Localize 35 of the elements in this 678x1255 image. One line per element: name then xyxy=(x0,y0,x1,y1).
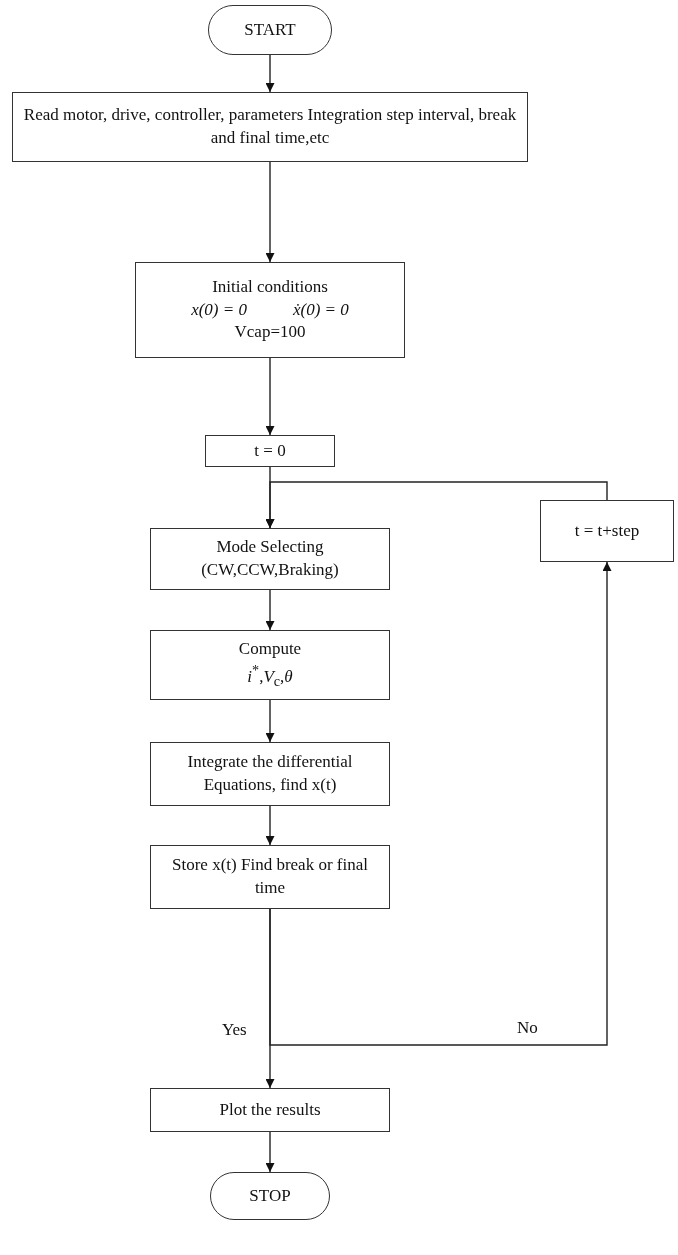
box-text: STOP xyxy=(249,1184,291,1207)
terminal-pill xyxy=(210,1172,330,1220)
box-text: Integrate the differential Equations, find x(t) xyxy=(186,751,354,796)
arrow xyxy=(265,357,275,436)
arrow xyxy=(269,561,612,1046)
process-box xyxy=(150,845,390,909)
box-text: START xyxy=(244,18,296,41)
arrow xyxy=(265,699,275,743)
terminal-pill xyxy=(208,5,332,55)
process-box xyxy=(205,435,335,467)
equation: ẋ(0) = 0 xyxy=(293,298,349,321)
arrow xyxy=(265,589,275,631)
box-text: Vcap=100 xyxy=(234,321,306,344)
arrow xyxy=(265,161,275,263)
process-box xyxy=(135,262,405,358)
process-box xyxy=(150,630,390,700)
process-box xyxy=(150,528,390,590)
process-box xyxy=(150,742,390,806)
box-text: Plot the results xyxy=(219,1098,321,1121)
process-box xyxy=(540,500,674,562)
process-box xyxy=(150,1088,390,1132)
box-text: Compute xyxy=(238,638,302,661)
arrow xyxy=(265,1131,275,1173)
equation: x(0) = 0 xyxy=(191,298,247,321)
arrow xyxy=(265,805,275,846)
box-text: t = t+step xyxy=(574,519,640,542)
box-text: t = 0 xyxy=(254,439,286,462)
arrow xyxy=(265,54,275,93)
box-text: i$^{*}$,V$_{c}$,θ xyxy=(247,661,293,692)
box-heading: Initial conditions xyxy=(212,275,328,298)
process-box xyxy=(12,92,528,162)
box-text: Store x(t) Find break or final time xyxy=(171,854,369,899)
box-text: Mode Selecting (CW,CCW,Braking) xyxy=(200,536,340,581)
arrow xyxy=(265,481,608,529)
box-text: Read motor, drive, controller, parameters Integration step interval, break and final time,etc xyxy=(22,104,518,149)
